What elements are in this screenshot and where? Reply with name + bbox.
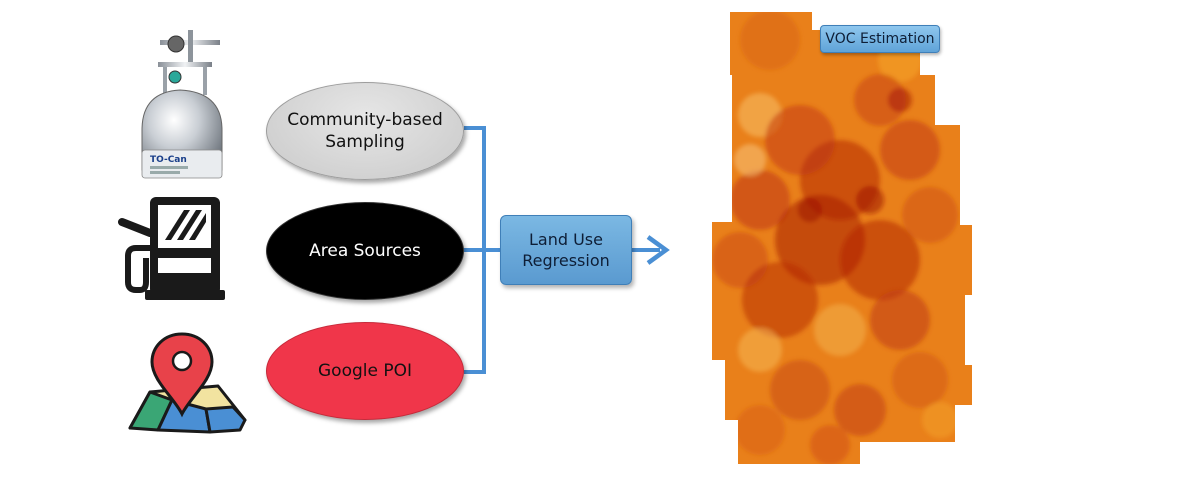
land-use-regression-box: Land Use Regression <box>500 215 632 285</box>
canister-brand-text: TO-Can <box>150 155 187 165</box>
google-poi-node: Google POI <box>266 322 464 420</box>
area-sources-node: Area Sources <box>266 202 464 300</box>
community-sampling-label: Community-based Sampling <box>287 110 443 152</box>
output-arrow-head <box>646 235 670 265</box>
community-sampling-node: Community-based Sampling <box>266 82 464 180</box>
land-use-regression-label: Land Use Regression <box>522 230 610 270</box>
voc-heatmap <box>712 12 972 464</box>
area-sources-label: Area Sources <box>309 241 421 261</box>
google-poi-label: Google POI <box>318 361 412 381</box>
voc-estimation-label: VOC Estimation <box>820 25 940 53</box>
